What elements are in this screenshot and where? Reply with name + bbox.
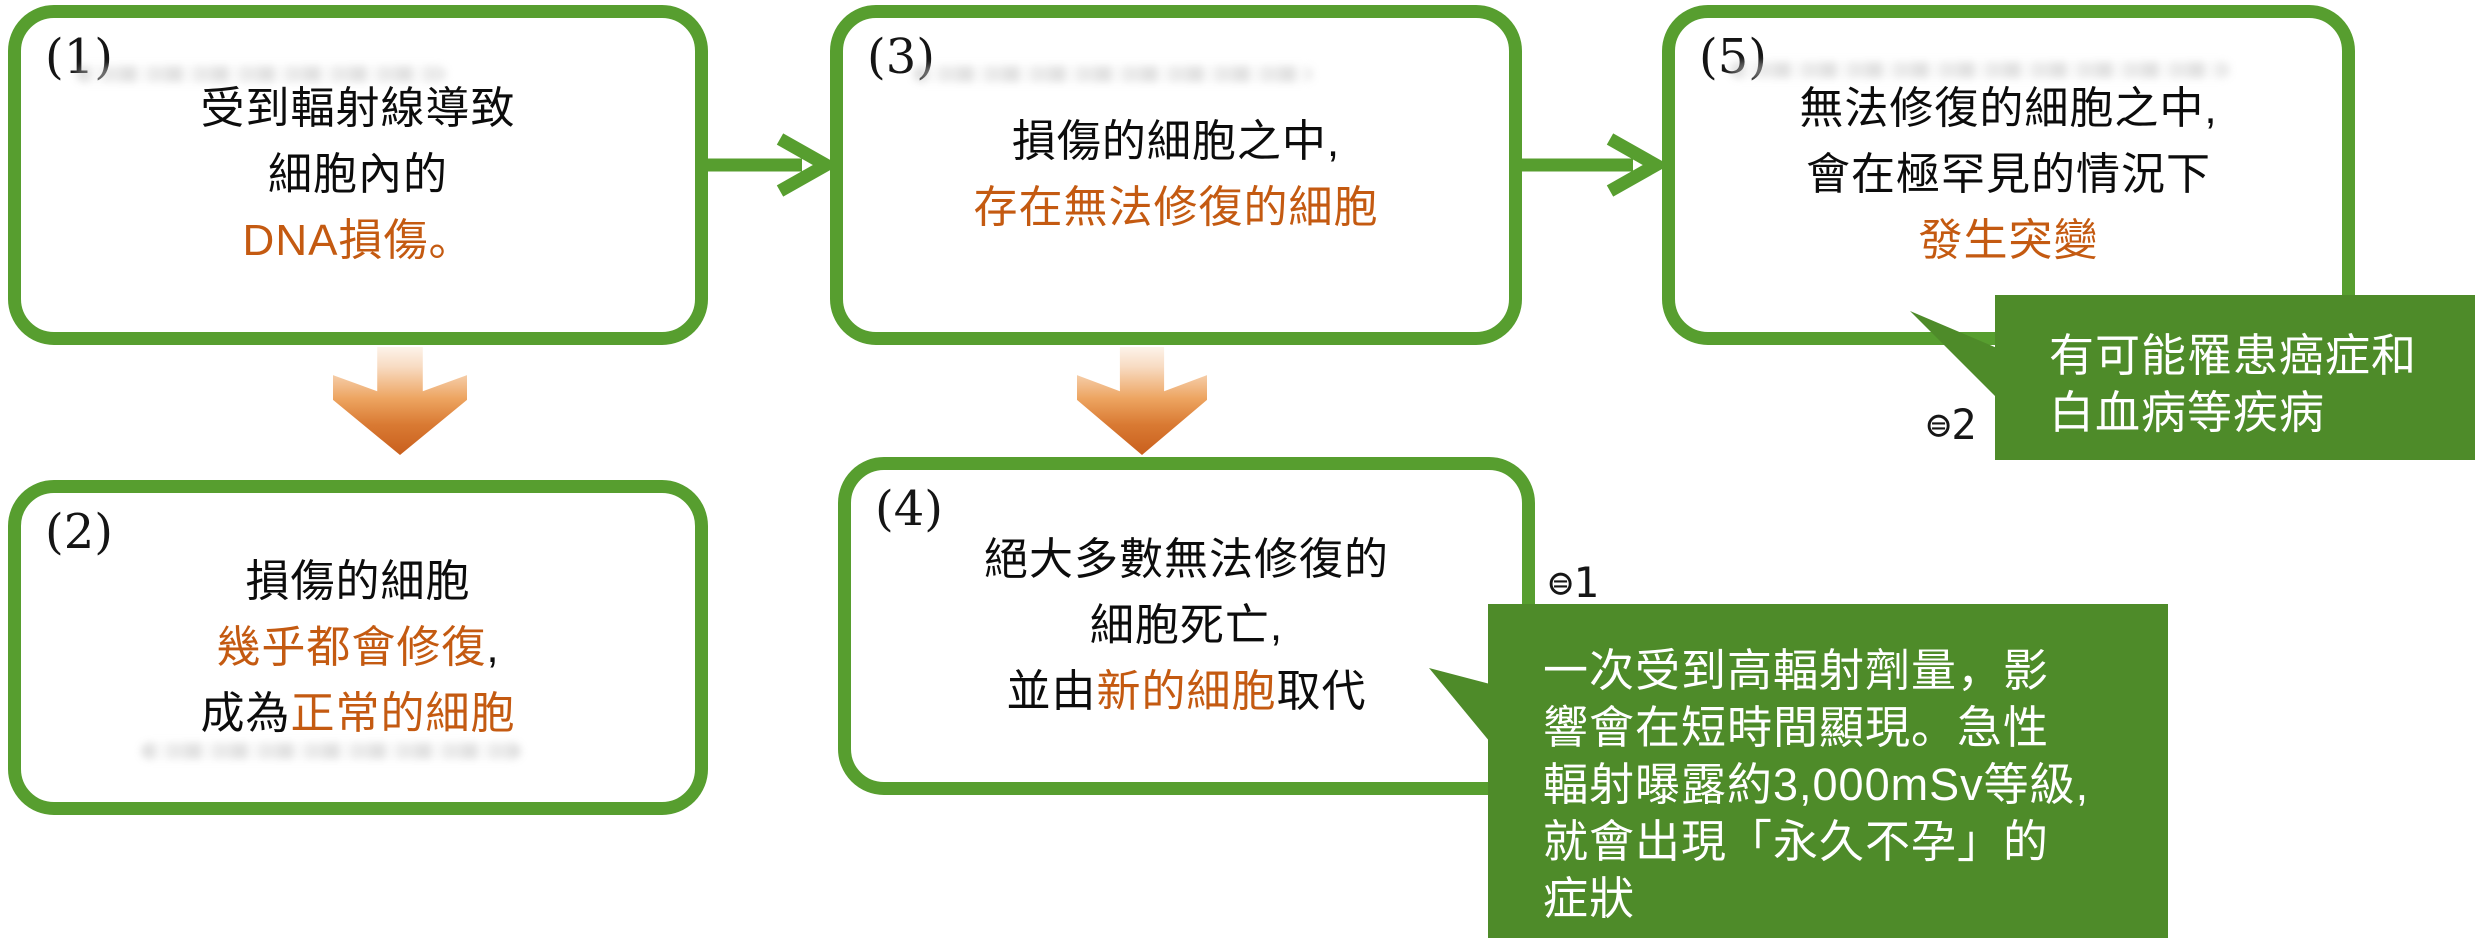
step-number-4: (4) bbox=[875, 481, 943, 537]
text-line: 無法修復的細胞之中, bbox=[1799, 76, 2217, 142]
step-number-2: (2) bbox=[45, 504, 113, 560]
text-segment: 並由 bbox=[1006, 667, 1097, 716]
erased-text-artifact bbox=[141, 743, 521, 759]
text-segment: 存在無法修復的細胞 bbox=[973, 183, 1379, 232]
text-segment: DNA損傷。 bbox=[242, 216, 474, 265]
flow-box-2: (2) 損傷的細胞 幾乎都會修復, 成為正常的細胞 bbox=[8, 480, 708, 815]
text-segment: 會在極罕見的情況下 bbox=[1806, 150, 2211, 199]
text-line: 發生突變 bbox=[1919, 208, 2099, 274]
text-line: 並由新的細胞取代 bbox=[1007, 659, 1367, 725]
footnote-marker-1: ⊜1 bbox=[1548, 558, 1599, 607]
text-segment: 取代 bbox=[1276, 667, 1367, 716]
flow-box-1: (1) 受到輻射線導致 細胞內的 DNA損傷。 bbox=[8, 5, 708, 345]
flow-box-2-text: 損傷的細胞 幾乎都會修復, 成為正常的細胞 bbox=[21, 493, 695, 802]
flow-box-5: (5) 無法修復的細胞之中, 會在極罕見的情況下 發生突變 bbox=[1662, 5, 2355, 345]
text-segment: 幾乎都會修復 bbox=[216, 622, 487, 672]
flow-box-4: (4) 絕大多數無法修復的 細胞死亡, 並由新的細胞取代 bbox=[838, 457, 1535, 795]
text-line: 細胞死亡, bbox=[1090, 593, 1283, 659]
text-line: 細胞內的 bbox=[268, 142, 448, 208]
callout-cancer-leukemia: 有可能罹患癌症和 白血病等疾病 bbox=[1995, 295, 2475, 460]
arrow-right-icon bbox=[1522, 133, 1667, 197]
text-segment: 正常的細胞 bbox=[290, 688, 516, 738]
text-line: DNA損傷。 bbox=[243, 208, 474, 274]
footnote-marker-2: ⊜2 bbox=[1926, 400, 1977, 449]
flow-box-1-text: 受到輻射線導致 細胞內的 DNA損傷。 bbox=[21, 18, 695, 332]
text-segment: , bbox=[486, 622, 500, 672]
flow-box-4-text: 絕大多數無法修復的 細胞死亡, 並由新的細胞取代 bbox=[851, 470, 1522, 782]
text-segment: 發生突變 bbox=[1918, 216, 2099, 265]
text-segment: 新的細胞 bbox=[1096, 667, 1277, 716]
text-line: 損傷的細胞之中, bbox=[1012, 109, 1340, 175]
erased-text-artifact bbox=[76, 66, 446, 82]
callout-acute-exposure: 一次受到高輻射劑量，影 響會在短時間顯現。急性 輻射曝露約3,000mSv等級,… bbox=[1488, 604, 2168, 938]
callout-tail bbox=[1429, 668, 1490, 742]
text-line: 會在極罕見的情況下 bbox=[1806, 142, 2211, 208]
text-segment: 細胞內的 bbox=[268, 150, 448, 199]
step-number-3: (3) bbox=[867, 29, 935, 85]
step-number-1: (1) bbox=[45, 29, 113, 85]
step-number-5: (5) bbox=[1699, 29, 1767, 85]
text-segment: 損傷的細胞之中, bbox=[1011, 117, 1341, 166]
arrow-down-icon bbox=[1077, 347, 1207, 455]
text-segment: 絕大多數無法修復的 bbox=[984, 535, 1389, 584]
text-segment: 成為 bbox=[200, 688, 291, 738]
flow-box-3: (3) 損傷的細胞之中, 存在無法修復的細胞 bbox=[830, 5, 1522, 345]
arrow-right-icon bbox=[700, 133, 835, 197]
text-line: 存在無法修復的細胞 bbox=[974, 175, 1379, 241]
text-segment: 無法修復的細胞之中, bbox=[1799, 84, 2218, 133]
text-segment: 細胞死亡, bbox=[1089, 601, 1284, 650]
arrow-down-icon bbox=[333, 347, 467, 455]
text-line: 成為正常的細胞 bbox=[201, 681, 516, 747]
flow-box-3-text: 損傷的細胞之中, 存在無法修復的細胞 bbox=[843, 18, 1509, 332]
flow-box-5-text: 無法修復的細胞之中, 會在極罕見的情況下 發生突變 bbox=[1675, 18, 2342, 332]
text-segment: 損傷的細胞 bbox=[245, 556, 471, 606]
text-line: 絕大多數無法修復的 bbox=[984, 527, 1389, 593]
erased-text-artifact bbox=[913, 66, 1313, 82]
erased-text-artifact bbox=[1730, 62, 2230, 78]
text-line: 幾乎都會修復, bbox=[216, 615, 499, 681]
text-line: 受到輻射線導致 bbox=[201, 76, 516, 142]
text-segment: 受到輻射線導致 bbox=[200, 84, 516, 133]
text-line: 損傷的細胞 bbox=[246, 549, 471, 615]
callout-tail bbox=[1910, 311, 1997, 398]
